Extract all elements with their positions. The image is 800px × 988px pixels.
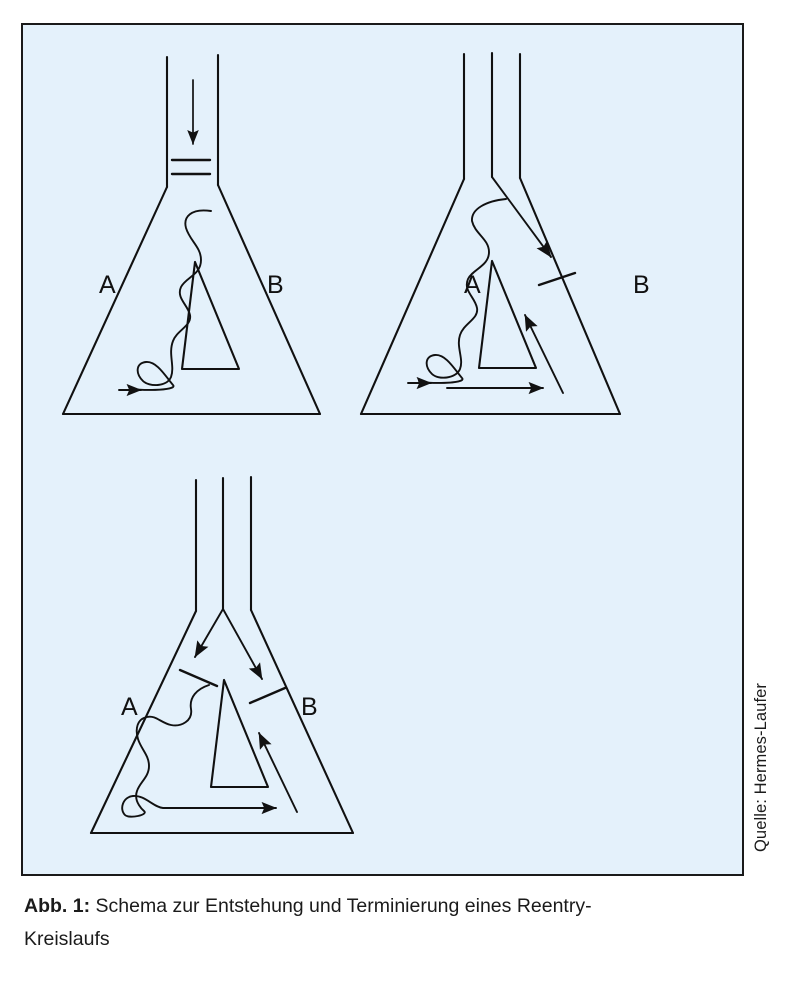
panel-2-label-a: A bbox=[464, 271, 481, 299]
panel-2-slow-pathway-wave bbox=[418, 198, 507, 384]
panel-2-label-b: B bbox=[633, 271, 650, 299]
figure-caption: Abb. 1: Schema zur Entstehung und Termin… bbox=[24, 890, 664, 956]
panel-3-inner-triangle bbox=[209, 678, 270, 789]
panel-3-impulse-arrow-left-limb bbox=[194, 608, 224, 658]
panel-3-impulse-arrow-right-limb bbox=[222, 608, 263, 680]
panel-2-outer-triangle bbox=[359, 176, 622, 416]
panel-3-block-bar-left bbox=[178, 668, 219, 688]
panel-2-retrograde-arrow-up bbox=[524, 314, 564, 394]
panel-1-slow-pathway-wave bbox=[129, 209, 212, 391]
panel-3-retrograde-arrow-up bbox=[258, 732, 298, 813]
caption-text: Schema zur Entstehung und Terminierung e… bbox=[24, 895, 592, 950]
reentry-schematic-svg: A B A B bbox=[61, 51, 650, 835]
panel-2-group bbox=[359, 51, 622, 416]
panel-2-impulse-arrow-right-limb bbox=[491, 176, 552, 258]
panel-3-outer-triangle bbox=[89, 608, 355, 835]
panel-1-inner-triangle bbox=[180, 260, 241, 371]
panel-3-block-bar-right bbox=[248, 686, 287, 705]
panel-1-label-b: B bbox=[267, 271, 284, 299]
panel-3-label-b: B bbox=[301, 693, 318, 721]
source-credit: Quelle: Hermes-Laufer bbox=[752, 300, 778, 852]
panel-2-block-bar bbox=[537, 271, 577, 287]
panel-3-slow-pathway-wave bbox=[121, 684, 210, 818]
panel-3-label-a: A bbox=[121, 693, 138, 721]
panel-3-group bbox=[89, 475, 355, 835]
source-credit-text: Quelle: Hermes-Laufer bbox=[752, 682, 770, 852]
panel-2-inner-triangle bbox=[477, 259, 538, 370]
panel-1-label-a: A bbox=[99, 271, 116, 299]
caption-label: Abb. 1: bbox=[24, 895, 91, 917]
panel-1-group bbox=[61, 53, 322, 416]
figure-image-box: A B A B bbox=[21, 23, 744, 876]
